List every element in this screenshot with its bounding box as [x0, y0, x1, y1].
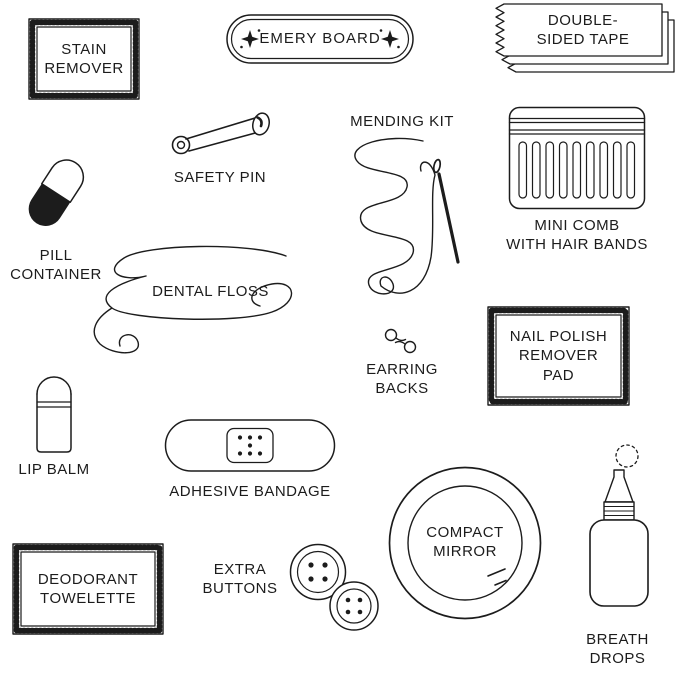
emery-board-item: EMERY BOARD [226, 14, 414, 64]
safety-pin-item: SAFETY PIN [160, 104, 280, 187]
dental-floss-illustration [93, 245, 293, 354]
breath-drops-item: BREATH DROPS [570, 440, 665, 668]
extra-buttons-illustration [289, 543, 379, 631]
double-sided-tape-illustration [495, 3, 675, 73]
extra-buttons-item: EXTRA BUTTONS [192, 538, 402, 643]
earring-backs-item: EARRING BACKS [352, 326, 452, 398]
earring-backs-label: EARRING BACKS [366, 361, 438, 398]
stain-remover-label: STAIN REMOVER [44, 40, 124, 77]
drop-outline [614, 444, 639, 468]
mending-kit-item: MENDING KIT [322, 112, 482, 305]
lip-balm-illustration [36, 376, 72, 453]
sparkle-icon [240, 29, 261, 49]
lip-balm-label: LIP BALM [18, 461, 90, 478]
mini-comb-label: MINI COMB WITH HAIR BANDS [506, 217, 648, 254]
compact-mirror-label: COMPACT MIRROR [426, 523, 504, 560]
emery-board-label: EMERY BOARD [259, 30, 381, 48]
mini-comb-illustration [508, 106, 646, 210]
deodorant-towelette-illustration [12, 543, 164, 635]
breath-drops-illustration [588, 444, 649, 607]
pill-container-item: PILL CONTAINER [0, 146, 112, 284]
bandage-pad-dots [237, 435, 263, 456]
stain-remover-packet-illustration [28, 18, 140, 100]
compact-mirror-illustration [388, 466, 542, 620]
pill-container-illustration [28, 159, 85, 226]
earring-back-icon [384, 328, 407, 342]
needle-illustration [432, 158, 460, 264]
nail-polish-remover-pad-illustration [487, 306, 630, 406]
pill-container-label: PILL CONTAINER [10, 247, 102, 284]
double-sided-tape-label: DOUBLE- SIDED TAPE [536, 11, 630, 48]
dental-floss-item: DENTAL FLOSS [88, 244, 303, 366]
earring-back-icon [394, 340, 417, 354]
earring-backs-illustration [384, 328, 417, 354]
safety-pin-illustration [171, 112, 270, 155]
mending-kit-illustration [354, 138, 460, 295]
breath-drops-label: BREATH DROPS [586, 631, 649, 668]
compact-mirror-item: COMPACT MIRROR [386, 464, 544, 622]
mirror-glint [487, 568, 507, 586]
adhesive-bandage-illustration [164, 419, 336, 472]
mini-comb-item: MINI COMB WITH HAIR BANDS [498, 106, 656, 254]
sparkle-icon [379, 29, 400, 49]
adhesive-bandage-item: ADHESIVE BANDAGE [160, 418, 340, 501]
extra-buttons-label: EXTRA BUTTONS [202, 561, 278, 598]
mending-kit-label: MENDING KIT [350, 113, 454, 130]
hair-bands-illustration [508, 117, 646, 135]
adhesive-bandage-label: ADHESIVE BANDAGE [169, 483, 331, 500]
nail-polish-remover-pad-label: NAIL POLISH REMOVER PAD [509, 328, 608, 384]
thread-illustration [354, 138, 436, 295]
dental-floss-label: DENTAL FLOSS [152, 283, 269, 301]
nail-polish-remover-pad-item: NAIL POLISH REMOVER PAD [487, 306, 630, 406]
safety-pin-label: SAFETY PIN [173, 169, 267, 186]
stain-remover-item: STAIN REMOVER [28, 18, 140, 100]
deodorant-towelette-label: DEODORANT TOWELETTE [37, 570, 139, 607]
double-sided-tape-item: DOUBLE- SIDED TAPE [474, 2, 676, 76]
lip-balm-item: LIP BALM [6, 360, 102, 479]
button-icon [329, 581, 379, 631]
deodorant-towelette-item: DEODORANT TOWELETTE [12, 543, 164, 635]
button-icon [289, 543, 347, 601]
comb-teeth [518, 141, 636, 199]
emery-board-illustration [226, 14, 414, 64]
